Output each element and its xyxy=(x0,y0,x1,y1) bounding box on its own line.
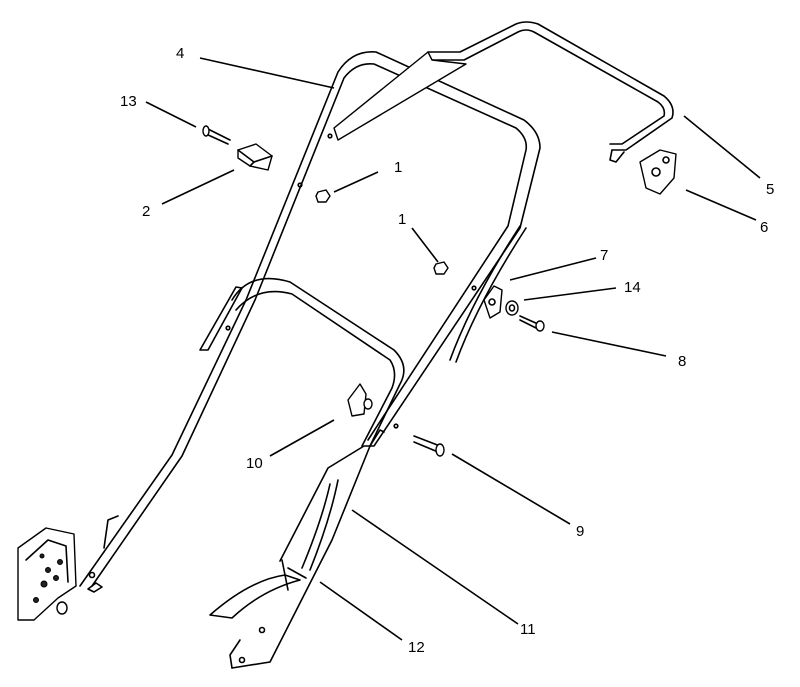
callout-13: 13 xyxy=(120,93,137,110)
callout-14: 14 xyxy=(624,279,641,296)
callout-1-upper: 1 xyxy=(394,159,402,176)
upper-handle xyxy=(79,51,541,593)
callout-1-middle: 1 xyxy=(398,211,406,228)
leader-lines xyxy=(145,57,761,641)
callout-7: 7 xyxy=(600,247,608,264)
callout-5: 5 xyxy=(766,181,774,198)
washer xyxy=(505,300,519,316)
cable-bracket xyxy=(639,149,677,195)
callout-12: 12 xyxy=(408,639,425,656)
cable-clip xyxy=(483,285,503,319)
bolt-9 xyxy=(413,435,445,457)
callout-10: 10 xyxy=(246,455,263,472)
deck-height-bracket xyxy=(17,527,77,621)
handle-clamp xyxy=(237,143,273,171)
bolt-13 xyxy=(202,125,231,145)
callout-9: 9 xyxy=(576,523,584,540)
callout-2: 2 xyxy=(142,203,150,220)
control-cable xyxy=(209,225,527,619)
callout-labels: 1 1 2 4 5 6 7 8 9 10 11 12 13 14 xyxy=(120,45,774,656)
handle-knob xyxy=(347,383,373,417)
lower-handle xyxy=(229,277,405,669)
locknut-middle xyxy=(433,261,449,275)
locknut-upper xyxy=(315,189,331,203)
callout-8: 8 xyxy=(678,353,686,370)
callout-6: 6 xyxy=(760,219,768,236)
callout-4: 4 xyxy=(176,45,184,62)
bolt-8 xyxy=(519,315,545,332)
callout-11: 11 xyxy=(520,621,536,638)
control-bail xyxy=(333,21,674,163)
